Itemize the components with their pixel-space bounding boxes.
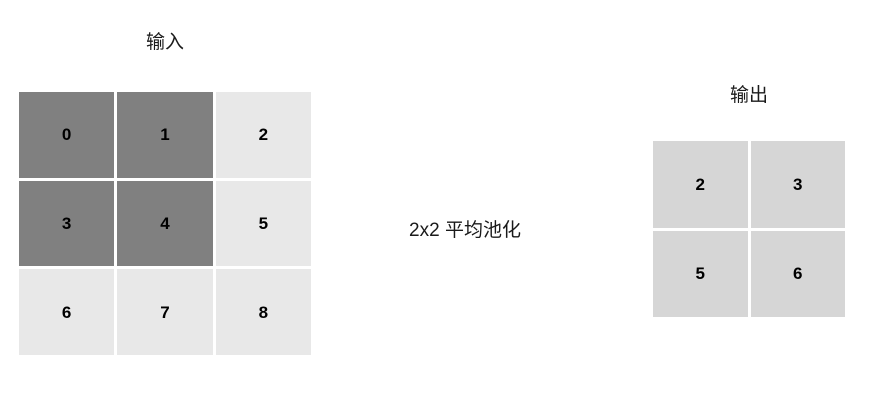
input-grid-title: 输入 <box>145 32 184 53</box>
output-grid-cell: 3 <box>750 141 845 228</box>
input-grid-cell: 4 <box>117 180 213 267</box>
input-grid-cell: 7 <box>117 269 213 355</box>
input-grid-cell: 2 <box>215 92 311 178</box>
output-grid-title: 输出 <box>729 85 768 106</box>
input-grid-cell: 0 <box>19 92 115 178</box>
output-grid-cell: 2 <box>653 141 748 228</box>
input-grid-cell: 8 <box>215 269 311 355</box>
operation-label: 2x2 平均池化 <box>409 220 521 241</box>
input-grid-cell: 1 <box>117 92 213 178</box>
input-grid-cell: 3 <box>19 180 115 267</box>
output-grid-cell: 6 <box>750 230 845 317</box>
input-grid-cell: 6 <box>19 269 115 355</box>
output-grid-cell: 5 <box>653 230 748 317</box>
input-grid-cell: 5 <box>215 180 311 267</box>
